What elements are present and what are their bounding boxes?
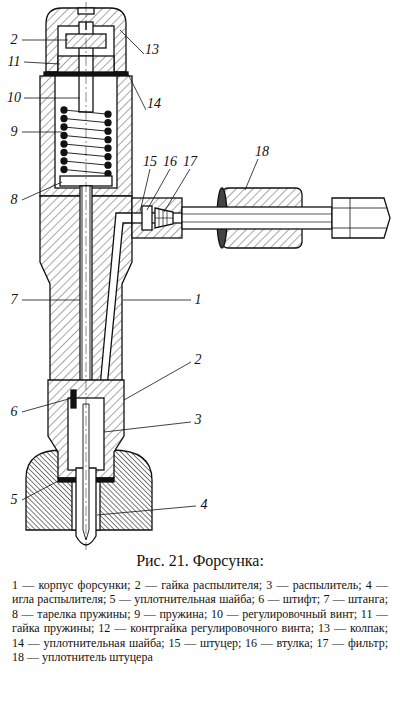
spring <box>105 120 111 126</box>
leader-lines <box>123 300 191 301</box>
leader-lines <box>124 362 191 400</box>
callout-number: 1 <box>194 293 203 307</box>
leader-lines <box>245 159 258 190</box>
injector-drawing <box>22 2 390 550</box>
spring <box>105 137 111 143</box>
spring <box>61 124 67 130</box>
spring <box>105 154 111 160</box>
leader-lines <box>120 30 144 54</box>
callout-number: 6 <box>10 405 19 419</box>
leader-lines <box>140 169 150 212</box>
pipe <box>182 207 332 229</box>
leader-lines <box>22 300 80 301</box>
spring <box>61 158 67 164</box>
pipe-end <box>332 198 390 238</box>
pipe-end-faces <box>332 198 387 238</box>
spring <box>61 141 67 147</box>
callout-number: 3 <box>194 413 203 427</box>
leader-lines <box>22 398 72 412</box>
filter <box>155 208 173 228</box>
callout-number: 10 <box>6 91 22 105</box>
leader-lines <box>24 98 80 99</box>
leader-lines <box>164 169 190 212</box>
callout-number: 18 <box>254 145 270 159</box>
leader-lines <box>22 30 258 515</box>
pin <box>71 390 76 408</box>
callout-number: 13 <box>144 43 160 57</box>
parts-key: 1 — корпус форсунки; 2 — гайка распылите… <box>12 578 388 664</box>
callout-number: 2 <box>10 33 19 47</box>
callout-number: 11 <box>7 55 22 69</box>
spring <box>61 107 67 113</box>
callout-number: 9 <box>10 125 19 139</box>
leader-lines <box>147 169 170 210</box>
leader-lines <box>97 506 196 515</box>
callout-number: 17 <box>182 155 198 169</box>
spring <box>61 133 67 139</box>
leader-lines <box>24 62 60 64</box>
leader-lines <box>22 40 68 41</box>
spring <box>105 128 111 134</box>
spring <box>61 150 67 156</box>
spring <box>61 116 67 122</box>
callout-number: 14 <box>146 97 162 111</box>
callout-number: 2 <box>194 353 203 367</box>
figure-caption: Рис. 21. Форсунка: <box>0 552 400 570</box>
spring <box>105 145 111 151</box>
spring <box>61 167 67 173</box>
spring <box>105 162 111 168</box>
leader-lines <box>128 74 146 110</box>
spring <box>105 111 111 117</box>
callout-number: 15 <box>142 155 158 169</box>
leader-lines <box>22 480 60 500</box>
callout-number: 7 <box>10 293 19 307</box>
leader-lines <box>22 182 62 200</box>
pipe-bore <box>182 214 332 222</box>
center-line <box>86 2 87 550</box>
fuel-channel <box>99 213 132 398</box>
leader-lines <box>104 422 191 432</box>
fitting <box>132 198 182 238</box>
leader-lines <box>22 132 62 133</box>
callout-number: 16 <box>162 155 178 169</box>
callout-number: 8 <box>10 193 19 207</box>
callout-number: 4 <box>200 498 209 512</box>
callout-number: 5 <box>10 493 19 507</box>
